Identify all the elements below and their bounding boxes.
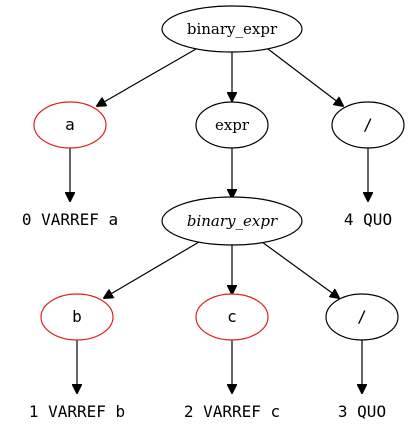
leaf-varref-b: 1 VARREF b [29, 402, 125, 421]
node-binary-expr-root: binary_expr [161, 5, 303, 53]
edges [70, 48, 368, 393]
node-label: c [227, 307, 237, 326]
node-label: b [72, 307, 82, 326]
node-label: expr [215, 116, 250, 134]
node-label: / [357, 307, 367, 326]
edge-root-to-a [97, 48, 197, 106]
node-quo-inner: / [325, 293, 399, 341]
node-label: binary_expr [187, 212, 278, 230]
node-c: c [195, 293, 269, 341]
leaf-quo-inner: 3 QUO [338, 402, 386, 421]
node-a: a [33, 101, 107, 149]
edge-root-to-quo [267, 48, 343, 106]
node-quo-top: / [331, 101, 405, 149]
node-binary-expr-inner: binary_expr [161, 196, 303, 246]
edge-binary-to-b [104, 241, 200, 298]
node-expr: expr [195, 101, 269, 149]
node-label: binary_expr [187, 20, 278, 38]
leaf-quo-top: 4 QUO [344, 210, 392, 229]
node-label: / [363, 115, 373, 134]
leaf-varref-a: 0 VARREF a [22, 210, 118, 229]
node-label: a [65, 115, 75, 134]
leaf-varref-c: 2 VARREF c [184, 402, 280, 421]
node-b: b [40, 293, 114, 341]
edge-binary-to-quo [261, 241, 339, 298]
